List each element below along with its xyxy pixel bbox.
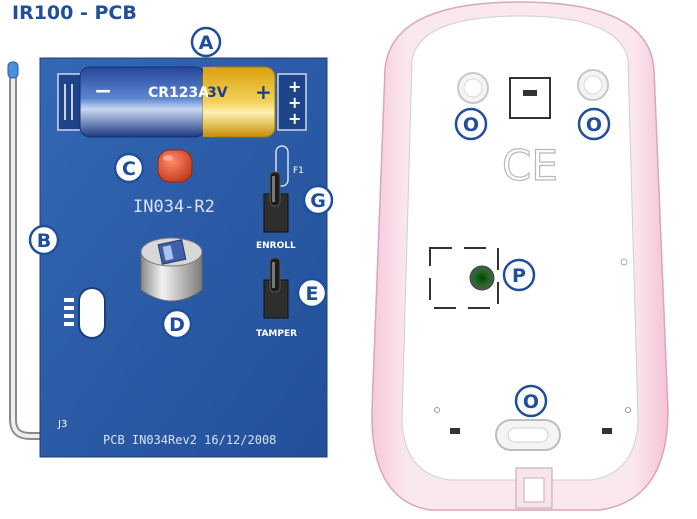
pcb-revision-label: PCB IN034Rev2 16/12/2008 <box>103 433 276 447</box>
housing-marker-right <box>602 428 612 434</box>
led <box>157 149 193 183</box>
svg-text:O: O <box>463 114 479 136</box>
mounting-slot <box>64 287 106 339</box>
svg-text:O: O <box>523 391 539 413</box>
callout-o-bottom: O <box>514 384 548 418</box>
svg-text:A: A <box>199 32 214 54</box>
svg-text:B: B <box>37 230 51 252</box>
connector-label: J3 <box>57 419 67 430</box>
tamper-switch <box>263 257 289 319</box>
battery-terminal-plus-3: + <box>288 109 301 128</box>
svg-text:P: P <box>512 265 526 287</box>
housing-dot-right <box>620 258 628 266</box>
battery-model-label: CR123A <box>148 85 209 101</box>
battery: − CR123A 3V + + + + <box>57 66 307 138</box>
led-part-label: IN034-R2 <box>133 197 215 217</box>
diagram-title: IR100 - PCB <box>12 2 137 24</box>
mounting-slot-bottom <box>495 419 561 451</box>
antenna-wire <box>7 61 67 443</box>
callout-b: B <box>28 224 60 256</box>
svg-text:D: D <box>169 314 185 336</box>
svg-text:C: C <box>122 158 136 180</box>
mounting-hole-top-left <box>457 72 489 104</box>
battery-terminal-plus-1: + <box>288 77 301 96</box>
enroll-label: ENROLL <box>256 241 296 251</box>
battery-voltage-label: 3V <box>207 85 228 101</box>
fuse-outline <box>275 145 289 187</box>
battery-terminal-plus-2: + <box>288 93 301 112</box>
ce-mark: CE <box>502 141 558 190</box>
tamper-label: TAMPER <box>256 329 297 339</box>
svg-text:G: G <box>310 190 326 212</box>
enroll-switch <box>263 171 289 233</box>
callout-o-right: O <box>577 107 611 141</box>
tamper-hole <box>429 247 499 309</box>
callout-g: G <box>302 184 334 216</box>
fuse-label: F1 <box>293 166 304 176</box>
housing-dot-left-lower <box>434 407 440 413</box>
top-socket <box>509 77 551 119</box>
bottom-clip <box>515 467 553 509</box>
callout-e: E <box>296 277 328 309</box>
housing-marker-left <box>450 428 460 434</box>
callout-d: D <box>161 308 193 340</box>
battery-minus-label: − <box>94 79 112 104</box>
svg-text:O: O <box>586 114 602 136</box>
callout-c: C <box>113 152 145 184</box>
pir-sensor <box>140 237 203 302</box>
housing-dot-right-lower <box>625 407 631 413</box>
battery-plus-label: + <box>255 80 272 104</box>
svg-text:E: E <box>306 283 319 305</box>
mounting-hole-top-right <box>577 69 609 101</box>
callout-o-left: O <box>454 107 488 141</box>
callout-p: P <box>502 258 536 292</box>
callout-a: A <box>190 26 222 58</box>
